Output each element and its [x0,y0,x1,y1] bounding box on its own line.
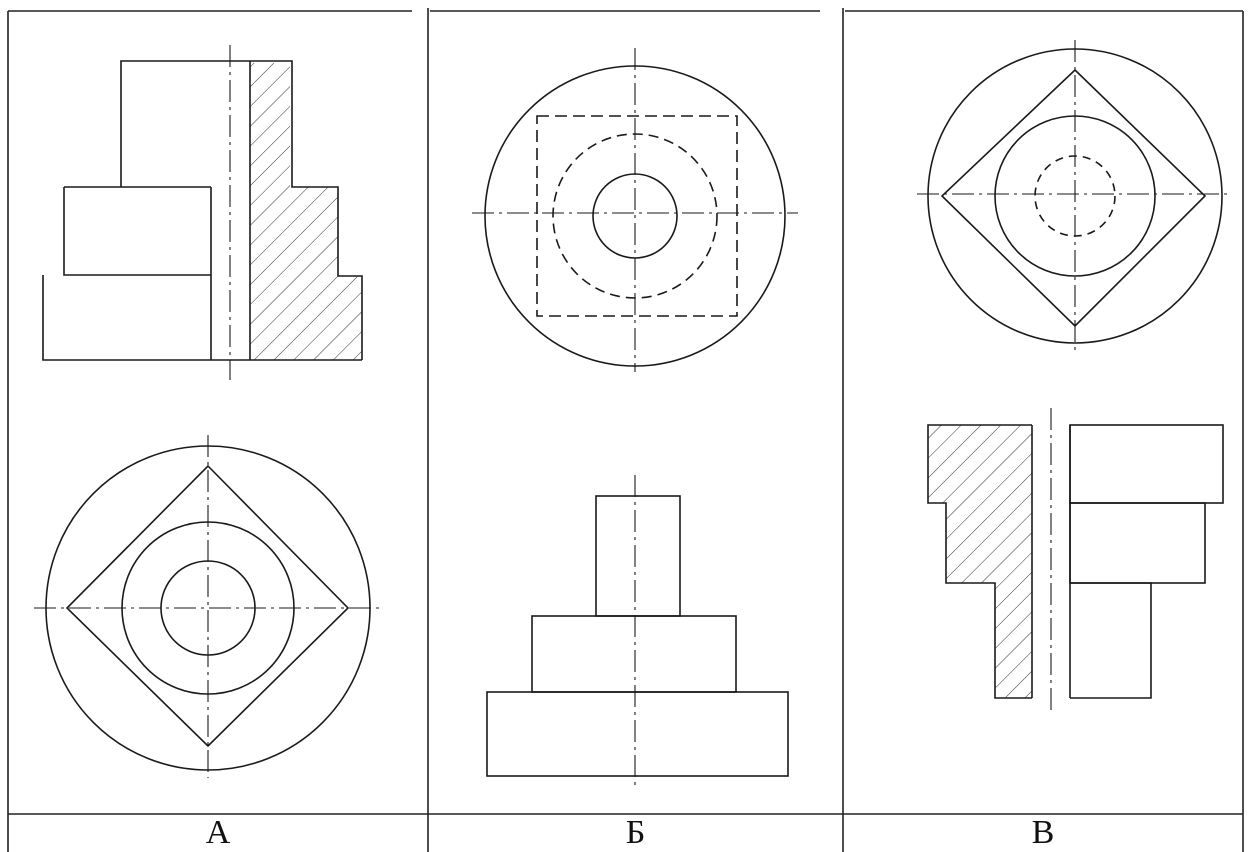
panel-label-a: А [205,814,231,851]
panel-label-b: Б [625,814,646,851]
panel-a-front-section [42,45,363,380]
panel-v-front-section [927,408,1224,712]
panel-v-top-view [917,40,1228,350]
table-grid [7,8,1244,852]
panel-b-front-view [486,475,789,790]
panel-b-top-view [472,48,798,372]
panel-a-top-view [34,435,380,778]
panel-label-v: В [1031,814,1055,851]
